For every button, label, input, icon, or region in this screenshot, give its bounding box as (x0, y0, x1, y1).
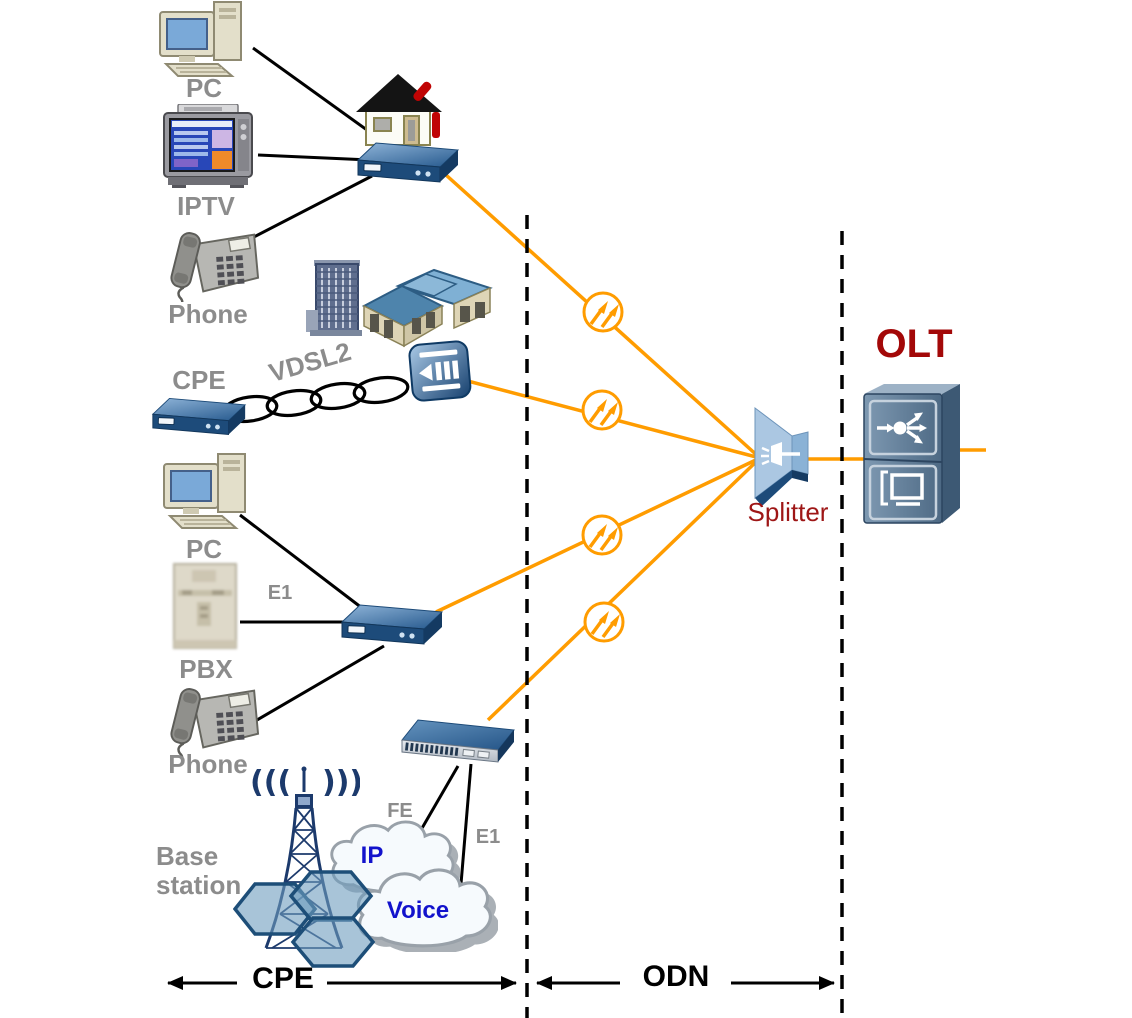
phone-top-icon (170, 228, 260, 302)
link-switch-to-voice-cloud (459, 763, 473, 885)
mdu-device-icon (404, 338, 476, 406)
vdsl2-loop-link (221, 375, 410, 424)
link-phone-mid-to-ont2 (244, 644, 385, 729)
pbx-icon (166, 560, 244, 654)
splitter-icon (750, 404, 816, 512)
link-iptv-to-ont1 (257, 153, 371, 162)
e1-pbx-label: E1 (267, 582, 293, 604)
e1-switch-label: E1 (475, 826, 501, 848)
cpe-device-icon (150, 392, 248, 440)
fe-label: FE (387, 800, 413, 822)
iptv-label: IPTV (177, 191, 235, 221)
switch-device-icon (400, 710, 516, 768)
fiber-splice-icon-3 (580, 513, 624, 557)
odn-zone-label: ODN (642, 960, 710, 993)
ont2-device-icon (340, 598, 444, 650)
pc-mid-label: PC (185, 534, 223, 564)
phone-mid-label: Phone (168, 749, 248, 779)
cpe-zone-label: CPE (252, 962, 314, 995)
pc-top-label: PC (185, 73, 223, 103)
link-pc-mid-to-ont2 (239, 513, 363, 610)
splitter-label: Splitter (747, 497, 829, 527)
fiber-splice-icon-1 (581, 290, 625, 334)
ip-cloud-label: IP (360, 842, 384, 869)
voice-cloud-label: Voice (386, 897, 450, 924)
fiber-splice-icon-4 (582, 600, 626, 644)
phone-top-label: Phone (168, 299, 248, 329)
ont1-device-icon (356, 136, 460, 188)
cell-hexagons-icon (233, 870, 376, 968)
fiber-switch-to-splitter (486, 456, 762, 722)
pc-top-icon (158, 0, 250, 80)
phone-mid-icon (170, 684, 260, 758)
pbx-label: PBX (179, 654, 233, 684)
cpe-device-label: CPE (172, 365, 226, 395)
pc-mid-icon (162, 452, 254, 532)
link-phone-top-to-ont1 (247, 174, 373, 242)
olt-chassis-icon (858, 380, 966, 530)
base-station-label: Base station (156, 841, 242, 900)
fiber-splice-icon-2 (580, 388, 624, 432)
olt-label: OLT (875, 322, 953, 366)
iptv-icon (162, 104, 254, 188)
